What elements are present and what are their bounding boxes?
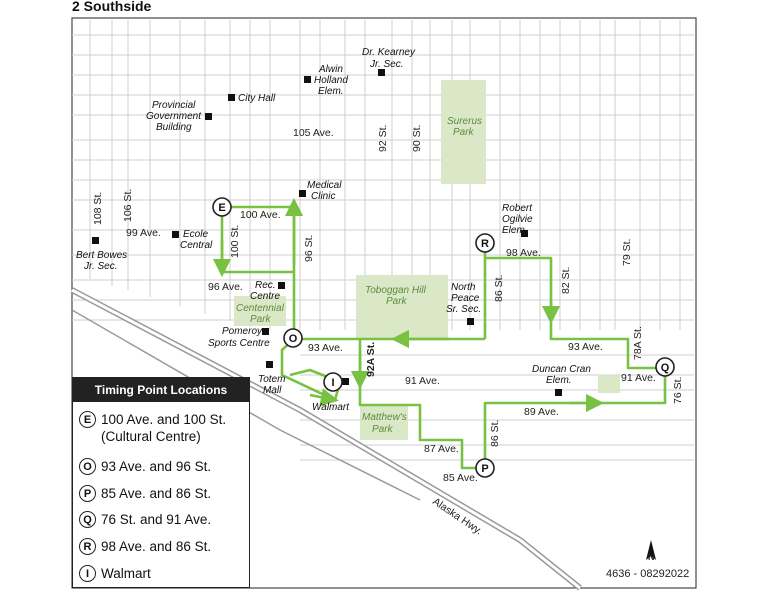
st-78a-label: 78A St.: [632, 326, 644, 360]
surerus-park: [441, 80, 486, 184]
legend-item-e: E 100 Ave. and 100 St. (Cultural Centre): [79, 411, 226, 445]
ave-96-label: 96 Ave.: [208, 281, 243, 293]
st-108-label: 108 St.: [92, 192, 104, 225]
rec-centre-label: Rec.Centre: [250, 280, 280, 302]
ave-98-label: 98 Ave.: [506, 247, 541, 259]
legend-title: Timing Point Locations: [73, 378, 249, 402]
st-96-label: 96 St.: [303, 235, 315, 262]
timing-points[interactable]: E O P Q R I: [212, 197, 675, 478]
ave-93a-label: 93 Ave.: [308, 342, 343, 354]
timing-point-e[interactable]: E: [212, 197, 232, 217]
st-82-label: 82 St.: [560, 267, 572, 294]
st-92a-label: 92A St.: [365, 342, 377, 377]
legend-item-r: R 98 Ave. and 86 St.: [79, 538, 211, 555]
legend-item-q: Q 76 St. and 91 Ave.: [79, 511, 211, 528]
legend-item-p: P 85 Ave. and 86 St.: [79, 485, 211, 502]
legend-badge-q: Q: [79, 511, 96, 528]
legend-item-o: O 93 Ave. and 96 St.: [79, 458, 211, 475]
legend-badge-p: P: [79, 485, 96, 502]
ave-91a-label: 91 Ave.: [405, 375, 440, 387]
legend-badge-e: E: [79, 411, 96, 428]
timing-point-p[interactable]: P: [475, 458, 495, 478]
centennial-park: [234, 296, 286, 326]
map-title: 2 Southside: [72, 0, 152, 14]
svg-text:O: O: [289, 333, 298, 345]
ave-93b-label: 93 Ave.: [568, 341, 603, 353]
legend-label-r: 98 Ave. and 86 St.: [101, 539, 212, 554]
timing-point-q[interactable]: Q: [655, 357, 675, 377]
legend-badge-i: I: [79, 565, 96, 582]
ave-87-label: 87 Ave.: [424, 443, 459, 455]
svg-text:R: R: [481, 238, 489, 250]
matthews-park: [360, 405, 408, 440]
legend-label-q: 76 St. and 91 Ave.: [101, 512, 212, 527]
toboggan-hill-park: [356, 275, 448, 338]
ave-85-label: 85 Ave.: [443, 472, 478, 484]
legend-label-e: 100 Ave. and 100 St.: [101, 412, 227, 427]
small-park-east: [598, 375, 620, 393]
map-code: 4636 - 08292022: [606, 568, 690, 580]
st-86b-label: 86 St.: [489, 420, 501, 447]
building-markers: [92, 69, 562, 396]
legend-badge-r: R: [79, 538, 96, 555]
st-79-label: 79 St.: [621, 239, 633, 266]
timing-point-o[interactable]: O: [283, 328, 303, 348]
legend-badge-o: O: [79, 458, 96, 475]
legend-label-i: Walmart: [101, 566, 151, 581]
svg-text:N: N: [648, 552, 655, 562]
ave-91b-label: 91 Ave.: [621, 372, 656, 384]
st-90-label: 90 St.: [411, 125, 423, 152]
timing-point-i[interactable]: I: [323, 372, 343, 392]
alaska-highway: [70, 287, 582, 591]
st-92-label: 92 St.: [377, 125, 389, 152]
street-grid: [72, 20, 694, 461]
parks: [234, 80, 620, 440]
st-106-label: 106 St.: [122, 189, 134, 222]
svg-text:Q: Q: [661, 362, 670, 374]
ave-99-label: 99 Ave.: [126, 227, 161, 239]
svg-text:P: P: [481, 463, 488, 475]
svg-text:E: E: [218, 202, 225, 214]
st-76-label: 76 St.: [672, 377, 684, 404]
north-arrow-icon: N: [646, 540, 656, 562]
legend-label-p: 85 Ave. and 86 St.: [101, 486, 212, 501]
st-86a-label: 86 St.: [493, 275, 505, 302]
svg-text:I: I: [331, 377, 334, 389]
legend-label-o: 93 Ave. and 96 St.: [101, 459, 212, 474]
st-100-label: 100 St.: [229, 225, 241, 258]
timing-point-legend: Timing Point Locations E 100 Ave. and 10…: [72, 377, 250, 588]
timing-point-r[interactable]: R: [475, 233, 495, 253]
city-hall-label: City Hall: [238, 93, 276, 104]
route-line: [212, 197, 667, 470]
legend-sub-e: (Cultural Centre): [101, 429, 201, 444]
ave-89-label: 89 Ave.: [524, 406, 559, 418]
legend-item-i: I Walmart: [79, 565, 151, 582]
ave-105-label: 105 Ave.: [293, 127, 334, 139]
walmart-label: Walmart: [312, 402, 350, 413]
ave-100-label: 100 Ave.: [240, 209, 281, 221]
